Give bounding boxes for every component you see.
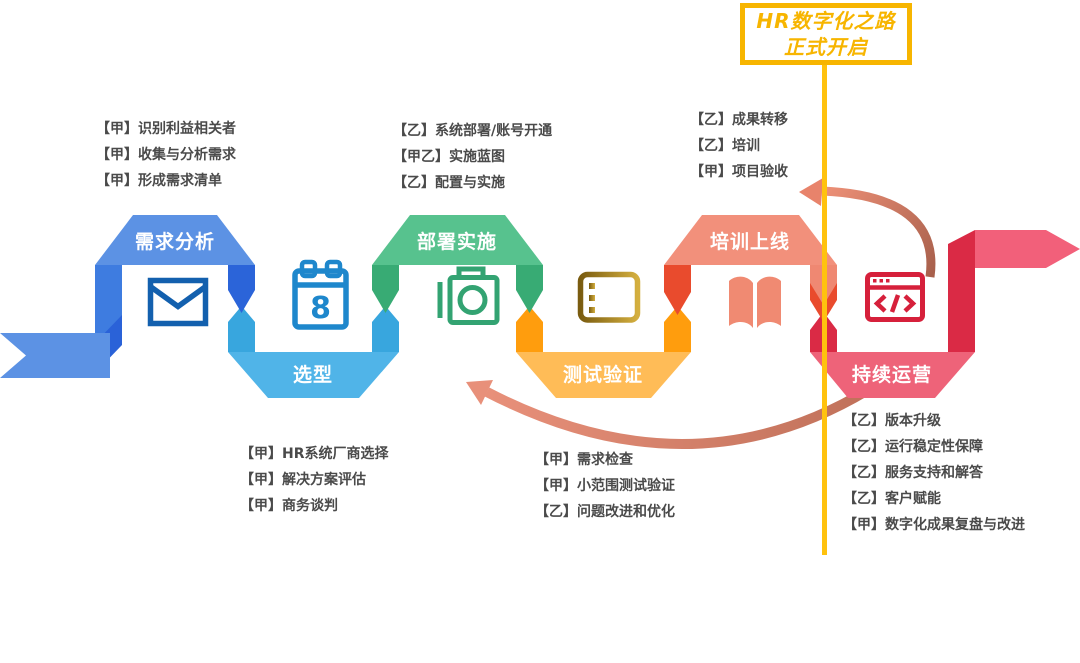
annotation-item: 【甲】项目验收 [690,164,788,180]
annotation-item: 【甲】形成需求清单 [96,173,222,189]
code-chevrons [873,294,917,313]
checklist-icon [577,271,641,323]
banner-title-line2: 正式开启 [784,35,868,59]
annotation-item: 【乙】成果转移 [690,112,788,128]
stage-band-xuqiu [95,215,255,265]
annotation-item: 【甲】识别利益相关者 [96,121,236,137]
ribbon-start [0,265,122,378]
banner-title-line1: HR数字化之路 [756,9,896,33]
ribbon-valley-legs [228,230,975,352]
annotation-group-selection: 【甲】HR系统厂商选择【甲】解决方案评估【甲】商务谈判 [240,441,389,519]
annotation-item: 【乙】配置与实施 [393,175,505,191]
camera-icon [437,266,500,325]
annotation-item: 【甲乙】实施蓝图 [393,149,505,165]
annotation-item: 【甲】商务谈判 [240,498,338,514]
stage-band-peixun [664,215,837,265]
annotation-group-needs-analysis: 【甲】识别利益相关者【甲】收集与分析需求【甲】形成需求清单 [96,116,236,194]
stage-label-deployment: 部署实施 [417,230,497,253]
feedback-arrow-bottom [466,380,871,449]
stage-label-operation: 持续运营 [852,363,932,386]
stage-label-selection: 选型 [293,363,333,386]
annotation-group-deployment: 【乙】系统部署/账号开通【甲乙】实施蓝图【乙】配置与实施 [393,118,552,196]
feedback-arrow-top [799,178,936,278]
annotation-item: 【乙】服务支持和解答 [843,465,983,481]
annotation-item: 【甲】需求检查 [535,452,633,468]
annotation-item: 【甲】小范围测试验证 [535,478,675,494]
stage-label-training: 培训上线 [710,230,790,253]
stage-label-testing: 测试验证 [563,363,643,386]
annotation-item: 【甲】收集与分析需求 [96,147,236,163]
annotation-item: 【乙】运行稳定性保障 [843,439,983,455]
banner: HR数字化之路 正式开启 [740,3,912,65]
annotation-item: 【乙】问题改进和优化 [535,504,675,520]
annotation-item: 【乙】客户赋能 [843,491,941,507]
annotation-item: 【乙】培训 [690,138,760,154]
annotation-item: 【乙】系统部署/账号开通 [393,123,553,139]
ribbon-arch-legs [228,265,837,315]
stage-band-xuanxing [228,352,399,398]
timeline-line [822,57,827,555]
ribbon-end-arrow [975,230,1080,268]
annotation-group-training: 【乙】成果转移【乙】培训【甲】项目验收 [690,107,788,185]
annotation-item: 【甲】解决方案评估 [240,472,366,488]
annotation-group-operation: 【乙】版本升级【乙】运行稳定性保障【乙】服务支持和解答【乙】客户赋能【甲】数字化… [843,408,1025,538]
code-window-icon [865,272,925,322]
stage-band-bushu [372,215,543,265]
ribbon-end-leg [948,230,975,352]
annotation-item: 【甲】HR系统厂商选择 [240,446,389,462]
envelope-icon [147,277,209,327]
annotation-group-testing: 【甲】需求检查【甲】小范围测试验证【乙】问题改进和优化 [535,447,675,525]
calendar-icon: 8 [292,259,349,330]
annotation-item: 【甲】数字化成果复盘与改进 [843,517,1025,533]
calendar-number: 8 [310,291,331,326]
annotation-item: 【乙】版本升级 [843,413,941,429]
stage-label-needs-analysis: 需求分析 [135,230,215,253]
stage-band-chixu [810,352,975,398]
stage-band-ceshi [516,352,691,398]
open-book-icon [729,276,781,328]
